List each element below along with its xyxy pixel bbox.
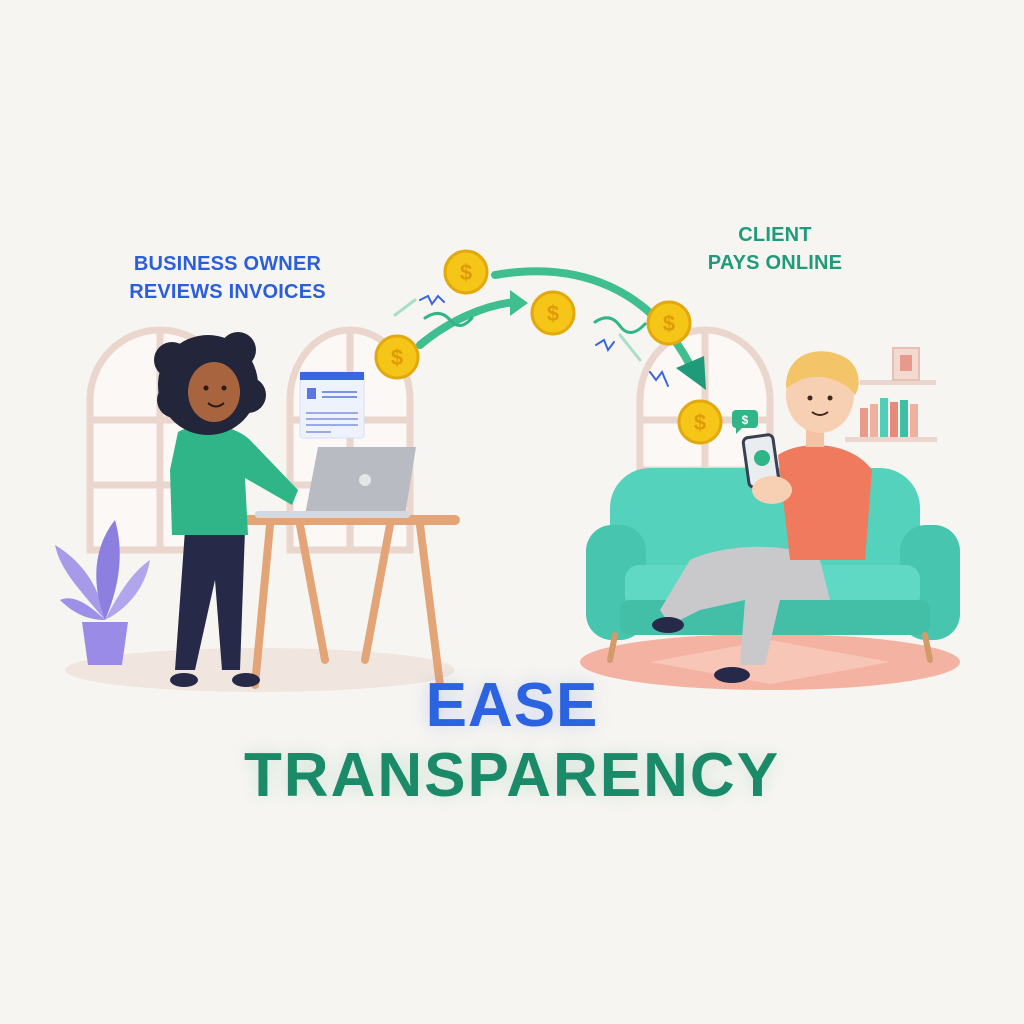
- client-label-line1: CLIENT: [738, 224, 812, 246]
- svg-text:$: $: [391, 345, 403, 370]
- potted-plant: [55, 520, 150, 665]
- svg-text:$: $: [460, 260, 472, 285]
- payment-chat-bubble-icon: $: [732, 410, 758, 434]
- desk: [220, 515, 460, 689]
- coin-icon: $: [646, 300, 692, 346]
- laptop: [255, 447, 416, 518]
- svg-text:$: $: [742, 413, 749, 427]
- svg-text:$: $: [694, 410, 706, 435]
- svg-text:$: $: [547, 301, 559, 326]
- client-label: CLIENT PAYS ONLINE: [680, 221, 870, 277]
- coin-icon: $: [530, 290, 576, 336]
- headline-ease: EASE: [425, 671, 599, 740]
- coin-icon: $: [374, 334, 420, 380]
- coin-icon: $: [677, 399, 723, 445]
- business-owner-label-line2: REVIEWS INVOICES: [129, 281, 326, 303]
- rug-pattern: [650, 640, 890, 684]
- business-owner-label: BUSINESS OWNER REVIEWS INVOICES: [100, 250, 355, 306]
- coin-icon: $: [443, 249, 489, 295]
- invoice-document-icon: [299, 371, 365, 439]
- business-owner-figure: [154, 332, 298, 687]
- client-figure: [652, 351, 872, 683]
- client-label-line2: PAYS ONLINE: [707, 252, 843, 274]
- headline-transparency: TRANSPARENCY: [243, 741, 781, 810]
- svg-text:$: $: [663, 311, 675, 336]
- business-owner-label-line1: BUSINESS OWNER: [133, 253, 322, 275]
- bookshelf: [845, 347, 937, 442]
